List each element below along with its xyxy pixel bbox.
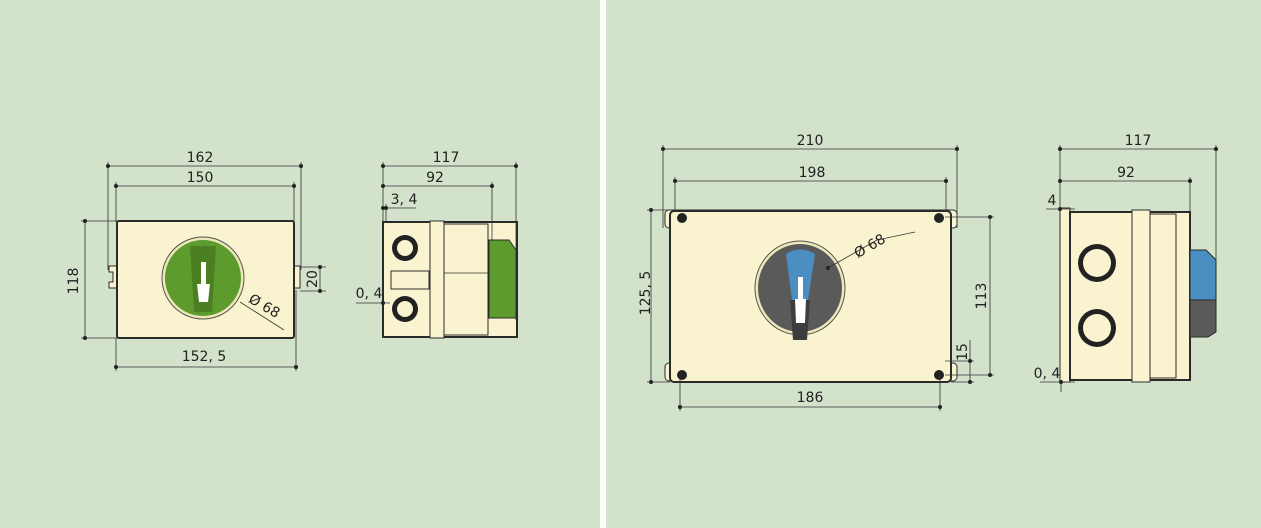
dim-width-overall: 162 — [187, 150, 214, 166]
dim-gap: 0, 4 — [356, 286, 383, 302]
small-front-dimensions: 162 150 118 152, 5 20 Ø 68 — [66, 150, 326, 371]
dim-mount-spacing: 186 — [797, 390, 824, 406]
rotary-knob — [161, 236, 245, 320]
dim-depth-overall: 117 — [1125, 133, 1152, 149]
dim-flange: 3, 4 — [391, 192, 418, 208]
dim-depth-overall: 117 — [433, 150, 460, 166]
dim-ear-height: 20 — [305, 270, 321, 288]
dim-height: 125, 5 — [638, 271, 654, 316]
knob-side — [488, 239, 517, 319]
dim-gap: 0, 4 — [1034, 366, 1061, 382]
dim-width-body: 150 — [187, 170, 214, 186]
dim-depth-body: 92 — [1117, 165, 1135, 181]
large-side-dimensions: 117 92 4 0, 4 — [1034, 133, 1218, 392]
dim-width-overall: 210 — [797, 133, 824, 149]
knob-side — [1189, 249, 1217, 301]
small-side-dimensions: 117 92 3, 4 0, 4 — [356, 150, 518, 320]
dim-mount-spacing: 152, 5 — [182, 349, 227, 365]
large-front-view — [664, 209, 958, 383]
dim-height: 118 — [66, 268, 82, 295]
panel-divider — [600, 0, 606, 528]
dim-corner-offset: 15 — [955, 343, 971, 361]
dim-depth-body: 92 — [426, 170, 444, 186]
small-side-view — [382, 220, 518, 339]
dim-flange: 4 — [1048, 193, 1057, 209]
screw-icon — [677, 213, 944, 380]
small-front-view — [108, 220, 301, 339]
dim-width-body: 198 — [799, 165, 826, 181]
dim-height-inner: 113 — [974, 283, 990, 310]
rotary-knob — [754, 240, 846, 340]
